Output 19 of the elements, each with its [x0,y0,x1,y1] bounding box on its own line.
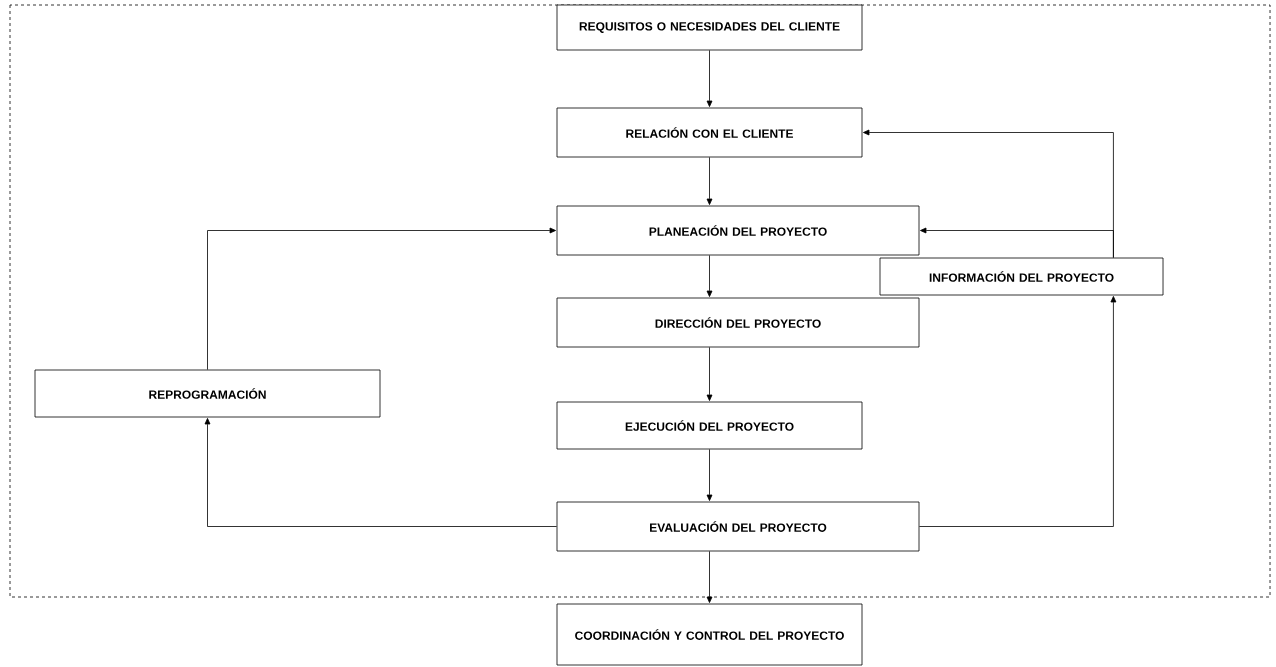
process-box: REQUISITOS O NECESIDADES DEL CLIENTE [556,4,863,51]
arrow [706,157,713,205]
arrow [706,449,713,501]
arrow [706,347,713,401]
process-box: INFORMACIÓN DEL PROYECTO [879,257,1164,296]
process-box: DIRECCIÓN DEL PROYECTO [556,297,920,348]
arrow [706,50,713,107]
process-box: EJECUCIÓN DEL PROYECTO [556,401,863,450]
arrow [920,227,1114,258]
process-box: COORDINACIÓN Y CONTROL DEL PROYECTO [556,603,863,666]
process-box: PLANEACIÓN DEL PROYECTO [556,205,920,256]
process-box: RELACIÓN CON EL CLIENTE [556,107,863,158]
arrow [706,551,713,603]
arrow [919,296,1117,527]
process-box: REPROGRAMACIÓN [34,369,381,418]
arrow [706,255,713,297]
process-box: EVALUACIÓN DEL PROYECTO [556,501,920,552]
arrow [207,227,556,370]
arrow [204,418,557,527]
